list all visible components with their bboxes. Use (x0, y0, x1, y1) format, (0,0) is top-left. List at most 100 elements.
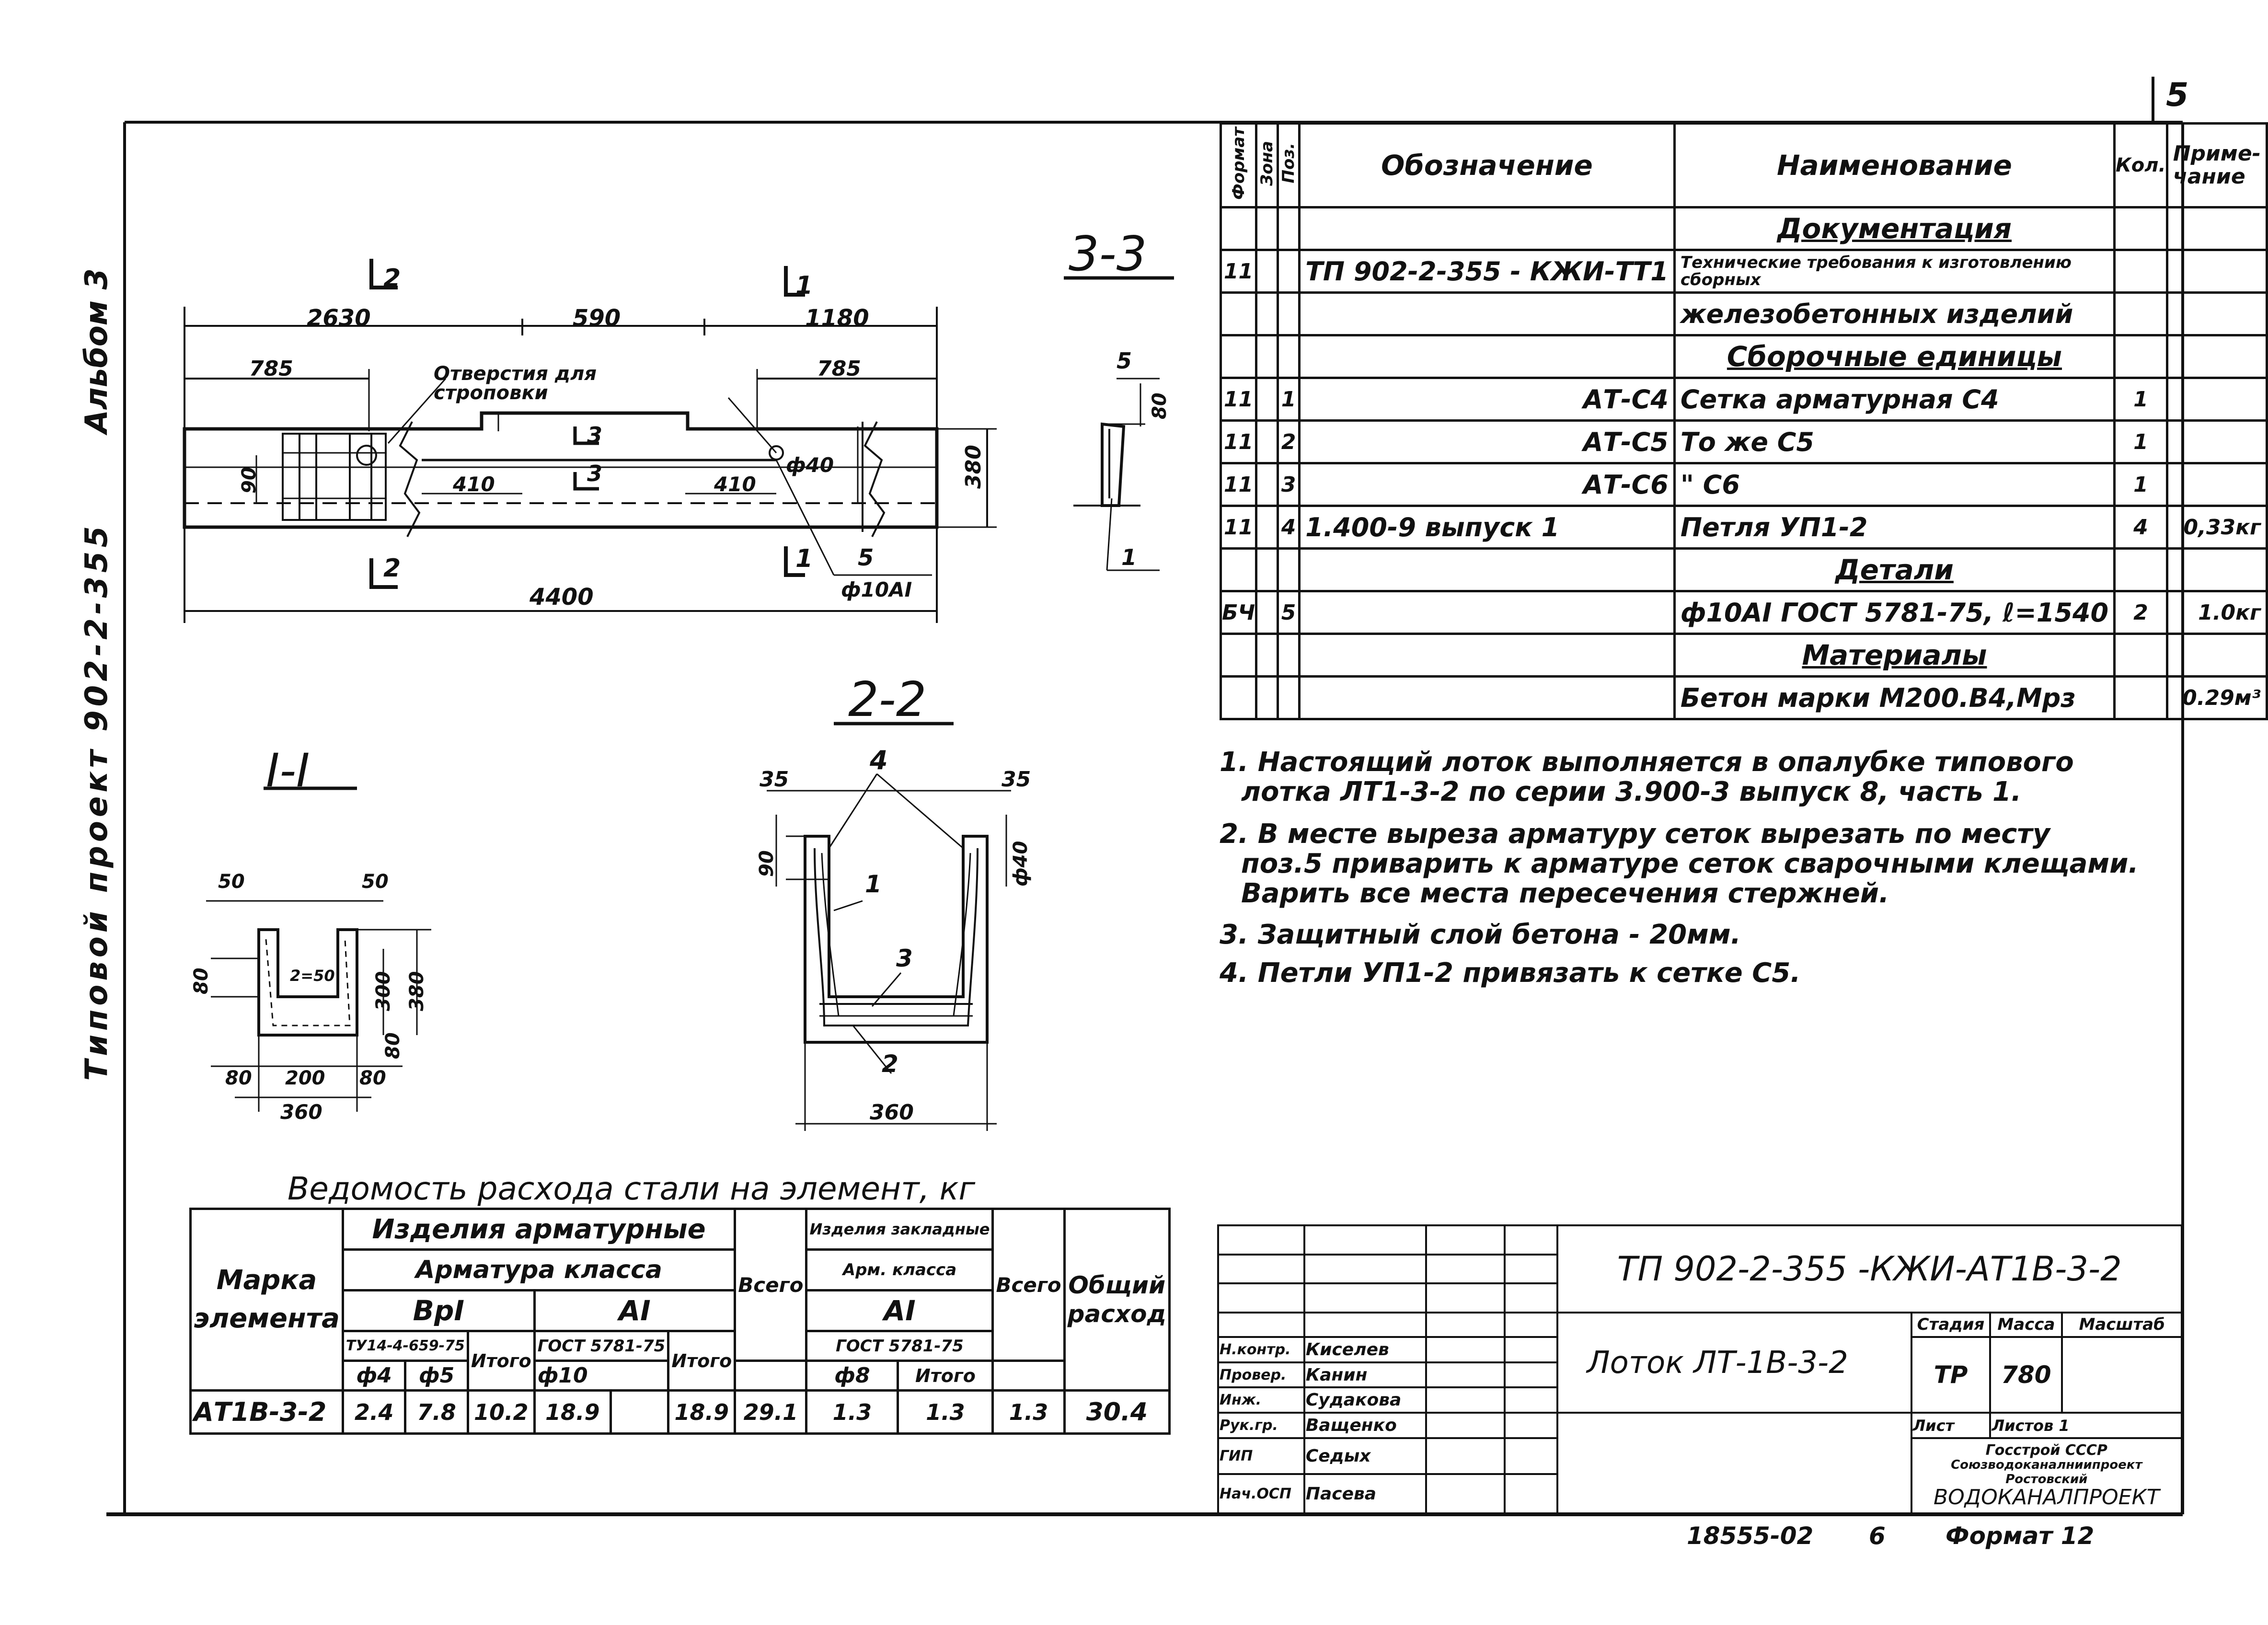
spec-h-pos: Поз. (1277, 122, 1301, 208)
spec-format: 11 (1219, 462, 1258, 507)
steel-itogo2: 18.9 (667, 1389, 737, 1435)
spec-row: Материалы (1219, 633, 2268, 678)
dim-590: 590 (573, 305, 621, 332)
spec-format: БЧ (1219, 590, 1258, 635)
tb-org: Госстрой СССР Союзводоканалниипроект Рос… (1910, 1437, 2183, 1514)
steel-h-total-emb: Всего (991, 1208, 1066, 1362)
callout-d10: ф10AI (841, 578, 912, 601)
spec-designation (1298, 633, 1676, 678)
s11-80: 80 (190, 968, 212, 994)
steel-d5: 7.8 (404, 1389, 469, 1435)
steel-h-tu: ТУ14-4-659-75 (341, 1330, 469, 1362)
cut-mark-3-bottom: 3 (587, 461, 603, 486)
section-1-1-title: I-I (266, 744, 310, 797)
tb-person: Седых (1303, 1437, 1428, 1475)
steel-h-class: Арматура класса (341, 1248, 737, 1291)
spec-row: Документация (1219, 206, 2268, 251)
cut-mark-3-top: 3 (587, 422, 603, 448)
spec-row: Детали (1219, 547, 2268, 592)
dim-410-right: 410 (714, 473, 756, 496)
tb-org1: Госстрой СССР (1985, 1441, 2107, 1459)
steel-d4: 2.4 (341, 1389, 407, 1435)
spec-designation (1298, 206, 1676, 251)
spec-zone (1255, 206, 1279, 251)
section-3-3-title: 3-3 (1069, 226, 1147, 282)
steel-overall: 30.4 (1063, 1389, 1171, 1435)
s33-label-1: 1 (1121, 544, 1137, 570)
cut-mark-1-top: 1 (795, 271, 813, 300)
tb-sheets-h: Листов 1 (1989, 1412, 2183, 1440)
spec-name: Сетка арматурная С4 (1673, 377, 2116, 422)
spec-pos: 2 (1277, 419, 1301, 464)
spec-name: Материалы (1673, 633, 2116, 678)
steel-h-itogo2: Итого (667, 1330, 737, 1392)
steel-h-total-emb-blank (991, 1360, 1066, 1392)
callout-d40: ф40 (786, 453, 834, 477)
s33-label-80: 80 (1149, 392, 1171, 419)
note-2a: 2. В месте выреза арматуру сеток вырезат… (1220, 818, 2050, 850)
tb-stage: ТР (1910, 1336, 1992, 1414)
tb-org2: Союзводоканалниипроект (1951, 1457, 2142, 1472)
steel-h-total: Всего (734, 1208, 808, 1362)
steel-h-overall: Общий расход (1063, 1208, 1171, 1392)
spec-qty: 2 (2113, 590, 2168, 635)
steel-h-bp1: ВрI (341, 1289, 536, 1332)
steel-total-emb: 1.3 (991, 1389, 1066, 1435)
spec-note (2165, 291, 2268, 336)
spec-row: железобетонных изделий (1219, 291, 2268, 336)
steel-h-d8: ф8 (805, 1360, 899, 1392)
spec-designation (1298, 547, 1676, 592)
s11-50-right: 50 (362, 871, 389, 893)
steel-total: 29.1 (734, 1389, 808, 1435)
steel-h-d4: ф4 (341, 1360, 407, 1392)
spec-zone (1255, 291, 1279, 336)
dim-1180: 1180 (805, 305, 869, 332)
steel-h-rebar: Изделия арматурные (341, 1208, 737, 1251)
spec-pos: 1 (1277, 377, 1301, 422)
spec-name: Детали (1673, 547, 2116, 592)
specification-table: Формат Зона Поз. Обозначение Наименовани… (1219, 122, 2268, 720)
spec-zone (1255, 334, 1279, 379)
spec-note (2165, 334, 2268, 379)
spec-note: 0.29м³ (2165, 675, 2268, 720)
s11-380: 380 (406, 971, 428, 1012)
spec-designation: АТ-С5 (1298, 419, 1676, 464)
spec-designation (1298, 334, 1676, 379)
spec-note (2165, 547, 2268, 592)
cut-mark-2-bottom: 2 (383, 554, 401, 583)
tb-role: Н.контр. (1217, 1336, 1305, 1363)
steel-blank (609, 1389, 670, 1435)
spec-note: 0,33кг (2165, 505, 2268, 550)
spec-zone (1255, 675, 1279, 720)
spec-format: 11 (1219, 249, 1258, 294)
s22-poz4: 4 (870, 745, 888, 775)
steel-table-title: Ведомость расхода стали на элемент, кг (288, 1170, 976, 1207)
tb-role: Рук.гр. (1217, 1412, 1305, 1440)
spec-note (2165, 633, 2268, 678)
spec-zone (1255, 590, 1279, 635)
spec-pos (1277, 633, 1301, 678)
tb-person: Канин (1303, 1361, 1428, 1389)
spec-note (2165, 206, 2268, 251)
dim-410-left: 410 (453, 473, 495, 496)
spec-name: Сборочные единицы (1673, 334, 2116, 379)
steel-h-gost2: ГОСТ 5781-75 (805, 1330, 994, 1362)
tb-name: Лоток ЛТ-1В-3-2 (1556, 1311, 1912, 1414)
spec-note (2165, 419, 2268, 464)
spec-qty (2113, 291, 2168, 336)
spec-qty (2113, 334, 2168, 379)
side-project-label: Типовой проект 902-2-355 (79, 522, 115, 1081)
s33-label-5: 5 (1117, 348, 1132, 374)
tb-sheet-h: Лист (1910, 1412, 1992, 1440)
spec-pos: 5 (1277, 590, 1301, 635)
spec-format (1219, 633, 1258, 678)
tb-person: Пасева (1303, 1473, 1428, 1514)
s22-poz2: 2 (882, 1050, 898, 1078)
s11-300: 300 (372, 971, 394, 1012)
